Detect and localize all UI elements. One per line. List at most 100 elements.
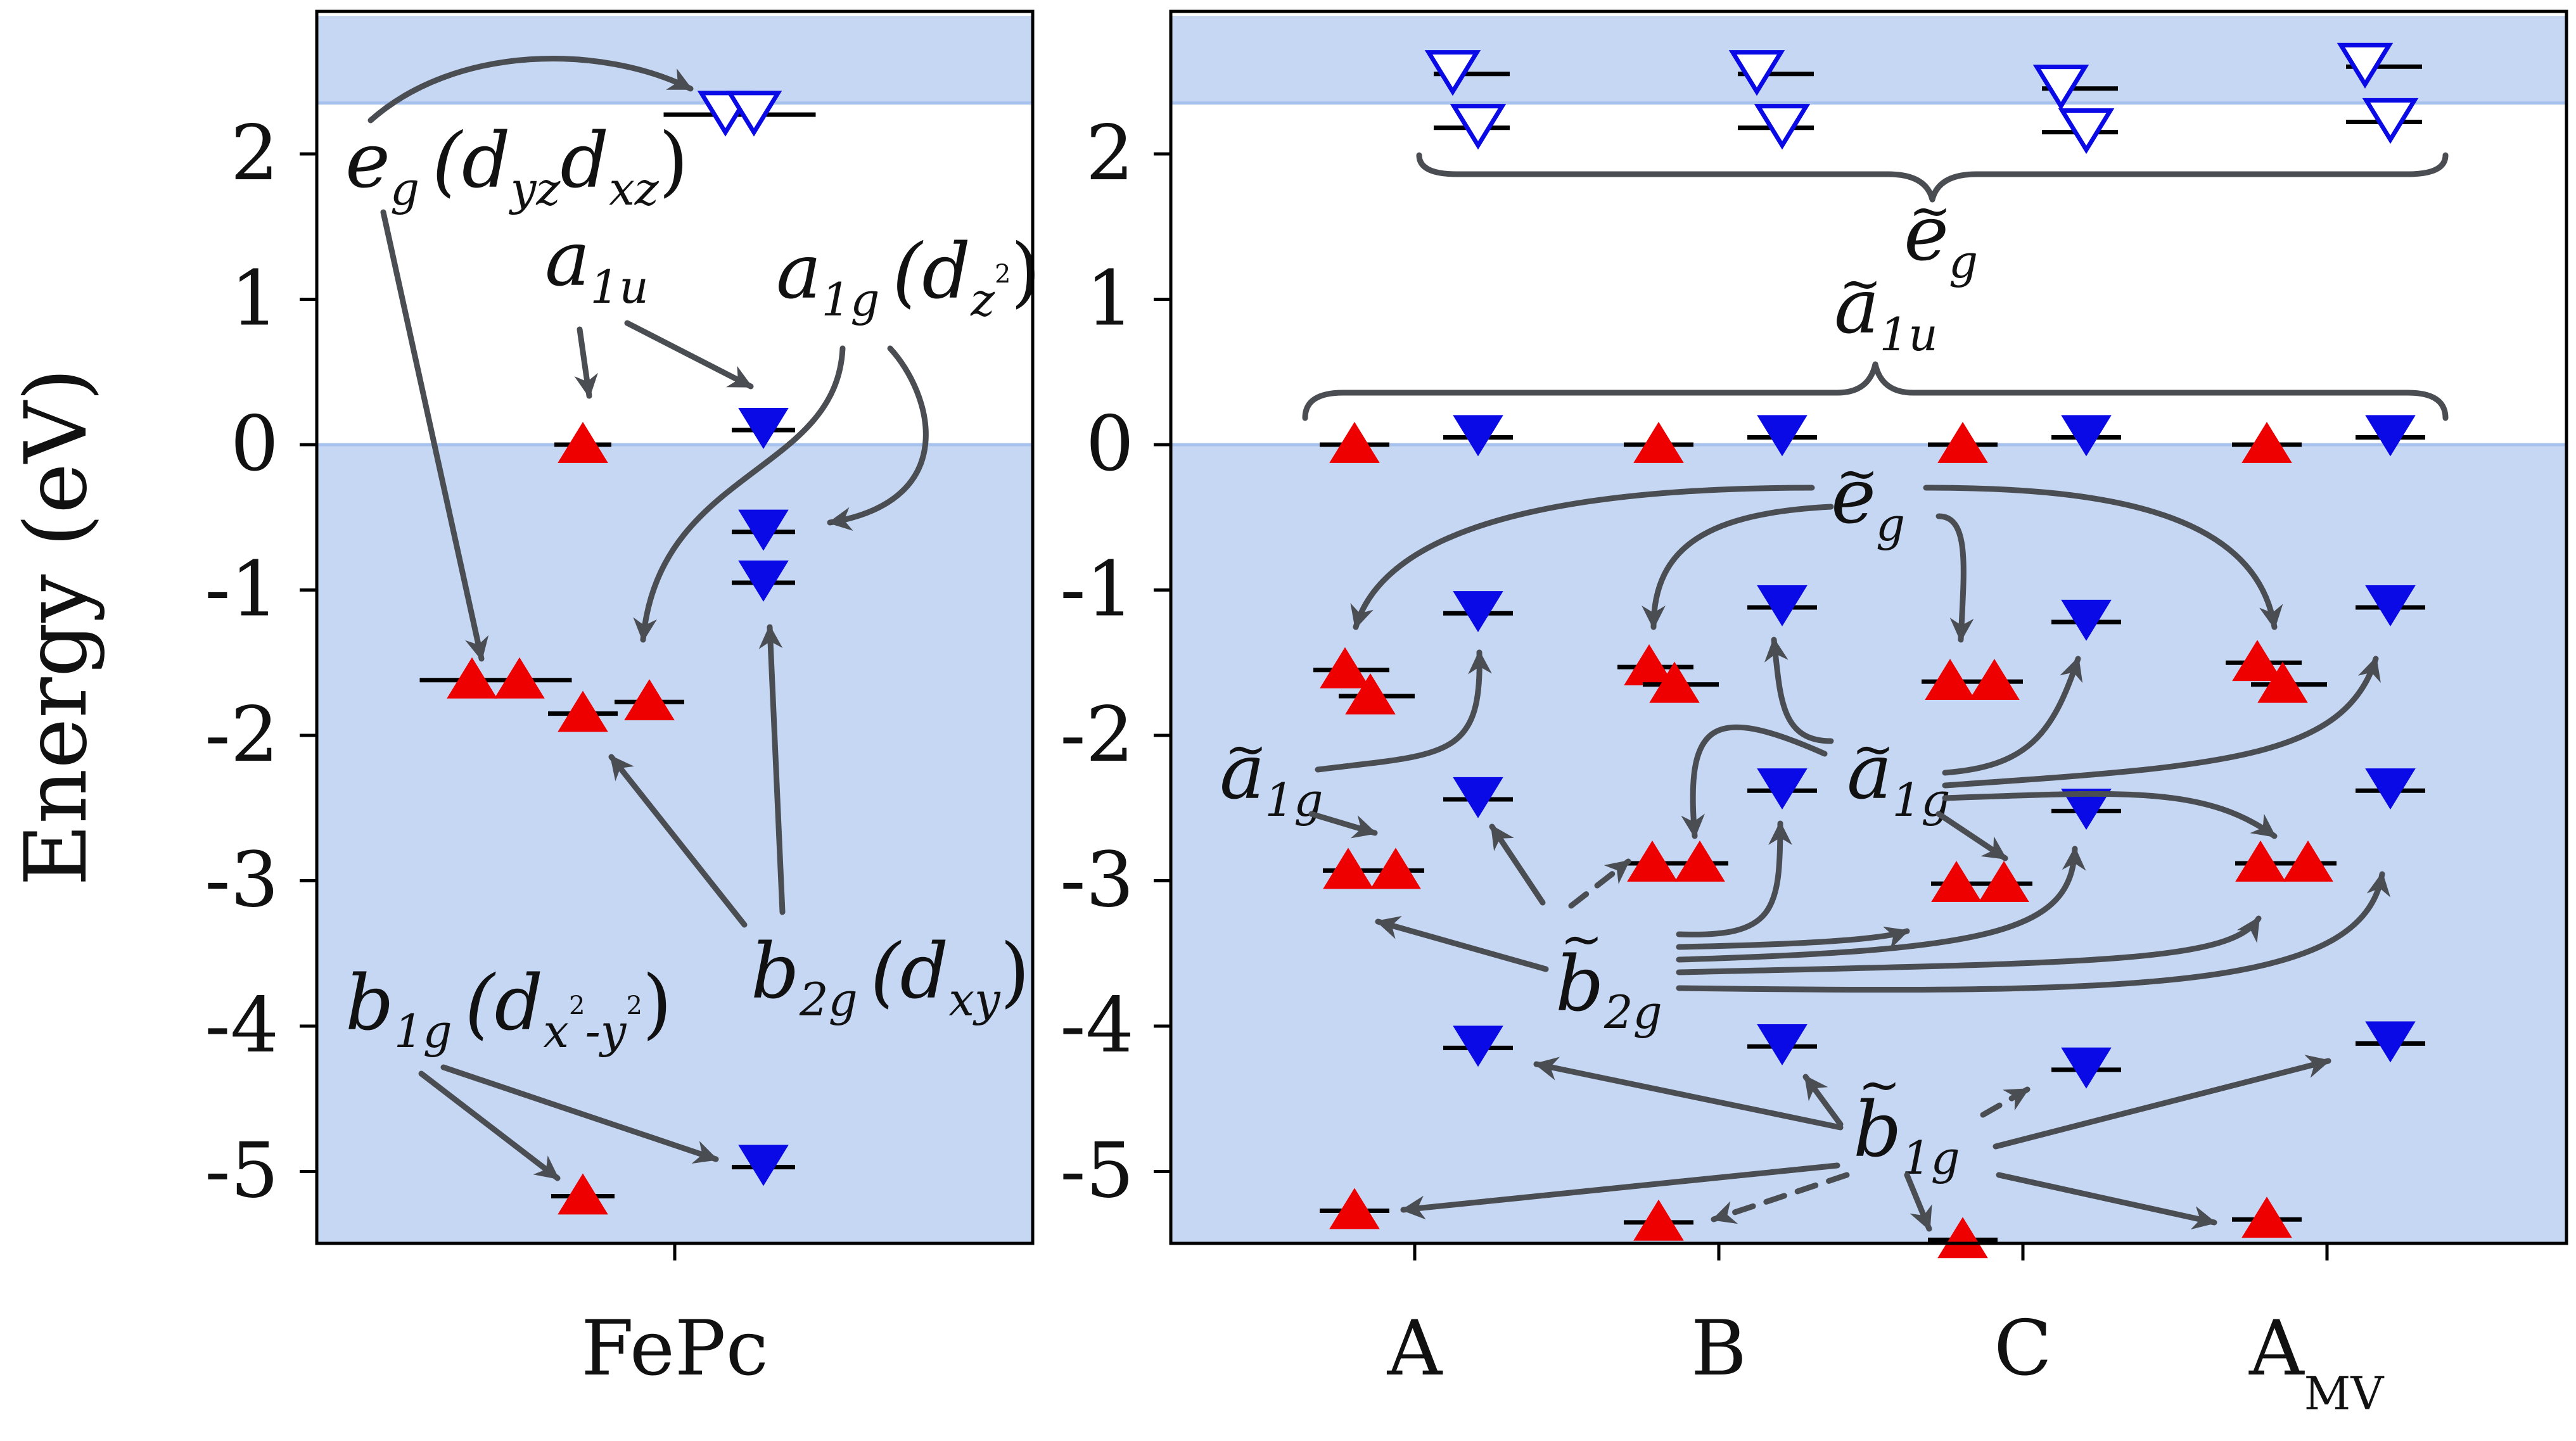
up-spin-marker (1931, 861, 1982, 902)
y-tick-label: -1 (205, 546, 279, 634)
up-spin-marker (2235, 840, 2286, 882)
eg-arrow-d (1923, 485, 2283, 630)
up-spin-marker (558, 690, 608, 732)
y-tick-label: -5 (1060, 1127, 1134, 1216)
substrate-levels (1313, 42, 2425, 1259)
down-spin-marker (1757, 415, 1808, 457)
unoccupied-down-marker (1450, 104, 1507, 150)
svg-text:~: ~ (1909, 181, 1951, 240)
y-tick-label: -3 (1060, 837, 1134, 925)
unoccupied-down-marker (2337, 42, 2394, 89)
svg-text:~: ~ (1858, 1055, 1901, 1114)
up-spin-marker (1925, 659, 1975, 700)
down-spin-marker (2365, 1021, 2416, 1063)
label-b1g: b1g ~ (1853, 1055, 1960, 1184)
up-spin-marker (1937, 1217, 1988, 1259)
up-spin-marker (1320, 647, 1370, 689)
y-axis-label: Energy (eV) (6, 368, 106, 886)
svg-text:eg: eg (1904, 190, 1978, 288)
label-eg-mid: eg ~ (1831, 444, 1905, 551)
down-spin-marker (2061, 789, 2112, 830)
a1g-left-to-down-arrow (1315, 649, 1492, 773)
eg-arrow-a (1350, 485, 1815, 630)
svg-text:~: ~ (1225, 720, 1267, 778)
unoccupied-down-marker (1728, 50, 1785, 96)
label-a1g-left: a1g ~ (1220, 720, 1323, 827)
y-tick-label: -2 (205, 691, 279, 779)
unoccupied-band-region (317, 15, 1033, 103)
a1g-left-to-up-arrow (1308, 811, 1378, 839)
up-spin-marker (2241, 1197, 2292, 1238)
b1g-to-up-arrow (418, 1070, 561, 1181)
up-spin-marker (2283, 840, 2333, 882)
down-spin-marker (738, 1145, 789, 1186)
a1g-c-arrow-1 (1764, 637, 1834, 744)
down-spin-marker (738, 407, 789, 449)
a1u-to-down-arrow (624, 320, 754, 390)
up-spin-marker (1633, 421, 1684, 463)
x-tick-label-fepc: FePc (581, 1305, 768, 1393)
svg-text:~: ~ (1836, 444, 1878, 503)
x-tick-label-c: C (1994, 1305, 2052, 1393)
b2g-arrow-7 (1676, 915, 2262, 975)
b2g-arrow-4 (1676, 820, 1792, 937)
b1g-arrow-2 (1802, 1074, 1844, 1127)
label-a1u: a1u (545, 215, 649, 314)
label-b2g: b2g ~ (1555, 910, 1662, 1039)
label-b1g-dx2y2: b1g(dx2-y2) (345, 960, 672, 1058)
y-tick-label: -1 (1060, 546, 1134, 634)
down-spin-marker (738, 509, 789, 551)
b1g-to-down-arrow (440, 1064, 719, 1164)
y-tick-label: -2 (1060, 691, 1134, 779)
svg-text:~: ~ (1560, 910, 1603, 968)
down-spin-marker (2365, 768, 2416, 810)
y-tick-label: 0 (231, 400, 279, 488)
eg-to-occupied-arrow (380, 209, 489, 662)
x-tick-label-amv: AMV (2248, 1305, 2385, 1420)
svg-text:a1u: a1u (1834, 263, 1938, 361)
up-spin-marker (1323, 847, 1374, 889)
a1g-c-arrow-2 (1681, 724, 1828, 839)
b1g-arrow-8 (1996, 1172, 2217, 1230)
y-axis-ticks: 210-1-2-3-4-5 (205, 110, 317, 1216)
y-tick-label: -4 (1060, 982, 1134, 1070)
y-tick-label: 1 (231, 255, 279, 343)
b1g-arrow-3 (1980, 1086, 2031, 1118)
right-panel-frame (1169, 10, 2568, 1245)
up-spin-marker (1969, 659, 2020, 700)
up-spin-marker (1937, 421, 1988, 463)
panel-fepc: eg(dyzdxz) a1u a1g(dz2) b2g(dxy) b1g(dx2… (6, 10, 1040, 1393)
unoccupied-down-marker (2032, 65, 2089, 111)
unoccupied-down-marker (2058, 108, 2115, 155)
svg-text:b1g: b1g (1853, 1086, 1960, 1184)
y-tick-label: 2 (231, 110, 279, 198)
down-spin-marker (1757, 585, 1808, 626)
svg-text:a1g: a1g (1220, 728, 1323, 827)
b2g-to-down-arrow (758, 624, 786, 915)
down-spin-marker (2365, 585, 2416, 626)
unoccupied-down-marker (1754, 104, 1811, 150)
y-axis-ticks-right: 210-1-2-3-4-5 (1060, 110, 1171, 1216)
up-spin-marker (2257, 661, 2308, 703)
b1g-arrow-5 (1400, 1162, 1840, 1220)
fepc-levels (419, 91, 816, 1215)
up-spin-marker (1674, 840, 1725, 882)
up-spin-marker (1329, 421, 1380, 463)
eg-arrow-c (1935, 513, 1974, 643)
down-spin-marker (2365, 415, 2416, 457)
y-tick-label: -3 (205, 837, 279, 925)
up-spin-marker (1329, 1188, 1380, 1229)
down-spin-marker (1453, 777, 1503, 818)
label-a1u: a1u ~ (1834, 254, 1938, 361)
down-spin-marker (1757, 1024, 1808, 1065)
a1g-c-arrow-4 (1942, 656, 2381, 789)
up-spin-marker (2232, 640, 2283, 682)
down-spin-marker (2061, 599, 2112, 641)
up-spin-marker (447, 657, 497, 699)
a1g-c-arrow-6 (1935, 811, 2008, 861)
up-spin-marker (1345, 673, 1396, 714)
b1g-arrow-7 (1904, 1172, 1932, 1232)
unoccupied-down-marker (2362, 98, 2419, 144)
b2g-arrow-1 (1489, 823, 1546, 906)
